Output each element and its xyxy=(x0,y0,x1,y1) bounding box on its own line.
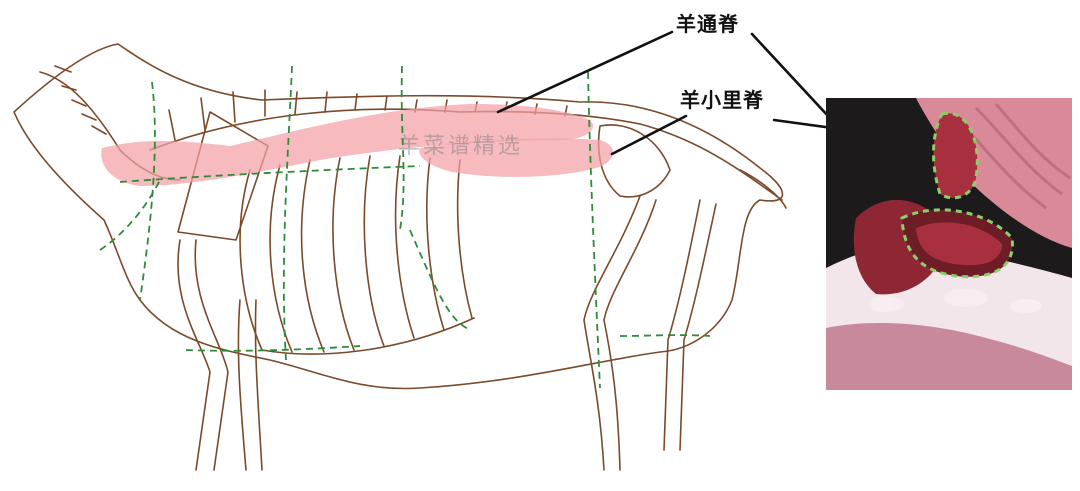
cut-line-rib-base xyxy=(409,229,471,331)
front-leg-right xyxy=(237,299,263,471)
label-tenderloin: 羊小里脊 xyxy=(680,88,764,112)
watermark: 羊菜谱精选 xyxy=(398,134,524,159)
pelvis xyxy=(597,124,671,198)
cut-line-belly-front xyxy=(185,345,361,352)
label-loin: 羊通脊 xyxy=(676,12,739,36)
tail xyxy=(739,169,787,209)
tenderloin-highlight xyxy=(419,138,614,177)
pointer-loin-to-skeleton xyxy=(496,30,674,114)
highlight-regions xyxy=(101,104,614,186)
cut-line-shoulder xyxy=(282,65,293,361)
ribs xyxy=(239,155,473,353)
meat-photo-illustration xyxy=(826,98,1072,390)
cut-line-loin xyxy=(399,65,405,231)
pointer-tenderloin-to-skeleton xyxy=(610,114,688,156)
cut-line-flank xyxy=(619,334,711,337)
cut-lines xyxy=(99,65,711,389)
hind-leg-left xyxy=(583,195,657,471)
cut-line-hind xyxy=(587,71,601,389)
body-outline xyxy=(13,43,784,390)
meat-photo xyxy=(826,98,1072,390)
cut-line-neck xyxy=(139,81,156,301)
loin-highlight xyxy=(101,104,594,186)
front-leg-left xyxy=(177,239,229,471)
hind-leg-right xyxy=(663,199,717,451)
cut-line-neck-diagonal xyxy=(99,179,161,251)
